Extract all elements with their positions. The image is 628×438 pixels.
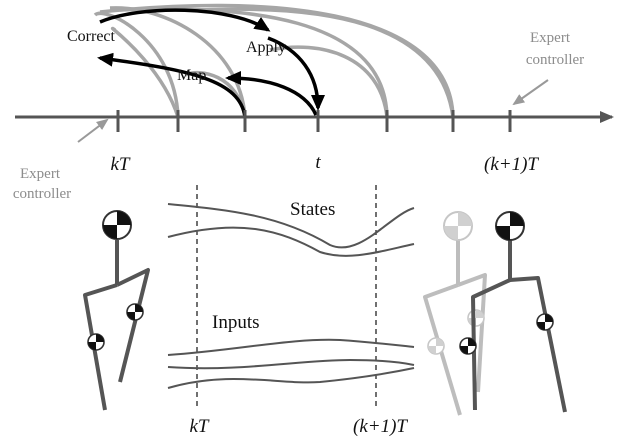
input-curve-3 [167, 367, 415, 389]
arc-8 [199, 7, 455, 118]
arc-6 [269, 45, 389, 118]
expert-pointer-top [512, 79, 549, 106]
axis-ticks [116, 110, 512, 132]
prediction-arcs [93, 3, 455, 118]
apply-to-t-arrow [267, 36, 325, 111]
input-curve-2 [167, 358, 415, 370]
robot-left-torso-com [102, 210, 132, 240]
window-boundaries [196, 185, 377, 408]
arc-7 [99, 3, 455, 118]
correct-arrow [97, 52, 247, 118]
tick-label-t: t [315, 152, 321, 173]
expert-controller-bottom-line1: Expert [20, 166, 61, 182]
input-curve-1 [167, 338, 415, 356]
map-arrow [225, 71, 318, 116]
process-arrows [97, 8, 325, 118]
state-curve-2 [167, 226, 415, 257]
label-apply: Apply [246, 39, 286, 56]
expert-pointer-bottom [77, 118, 109, 143]
robot-right-ghost [423, 211, 487, 416]
tick-label-k1T: (k+1)T [484, 154, 539, 175]
expert-controller-top-line2: controller [526, 52, 584, 68]
bottom-label-kT: kT [190, 416, 210, 437]
label-map: Map [177, 67, 206, 84]
label-correct: Correct [67, 28, 116, 45]
expert-controller-top-line1: Expert [530, 30, 571, 46]
robot-right [459, 211, 567, 413]
tick-label-kT: kT [111, 154, 131, 175]
arc-5 [119, 7, 389, 118]
apply-arrow [99, 8, 271, 32]
label-states: States [290, 199, 335, 220]
robot-left [83, 210, 150, 411]
robot-left-com-2 [126, 303, 144, 321]
expert-controller-bottom-line2: controller [13, 186, 71, 202]
label-inputs: Inputs [212, 312, 260, 333]
state-curve-1 [167, 203, 415, 249]
robot-left-leg-b [116, 268, 150, 383]
robot-left-com-3 [87, 333, 105, 351]
arc-1 [111, 26, 180, 118]
input-curves [167, 338, 415, 389]
state-curves [167, 203, 415, 257]
robot-left-leg-a [83, 283, 118, 411]
bottom-label-k1T: (k+1)T [353, 416, 408, 437]
